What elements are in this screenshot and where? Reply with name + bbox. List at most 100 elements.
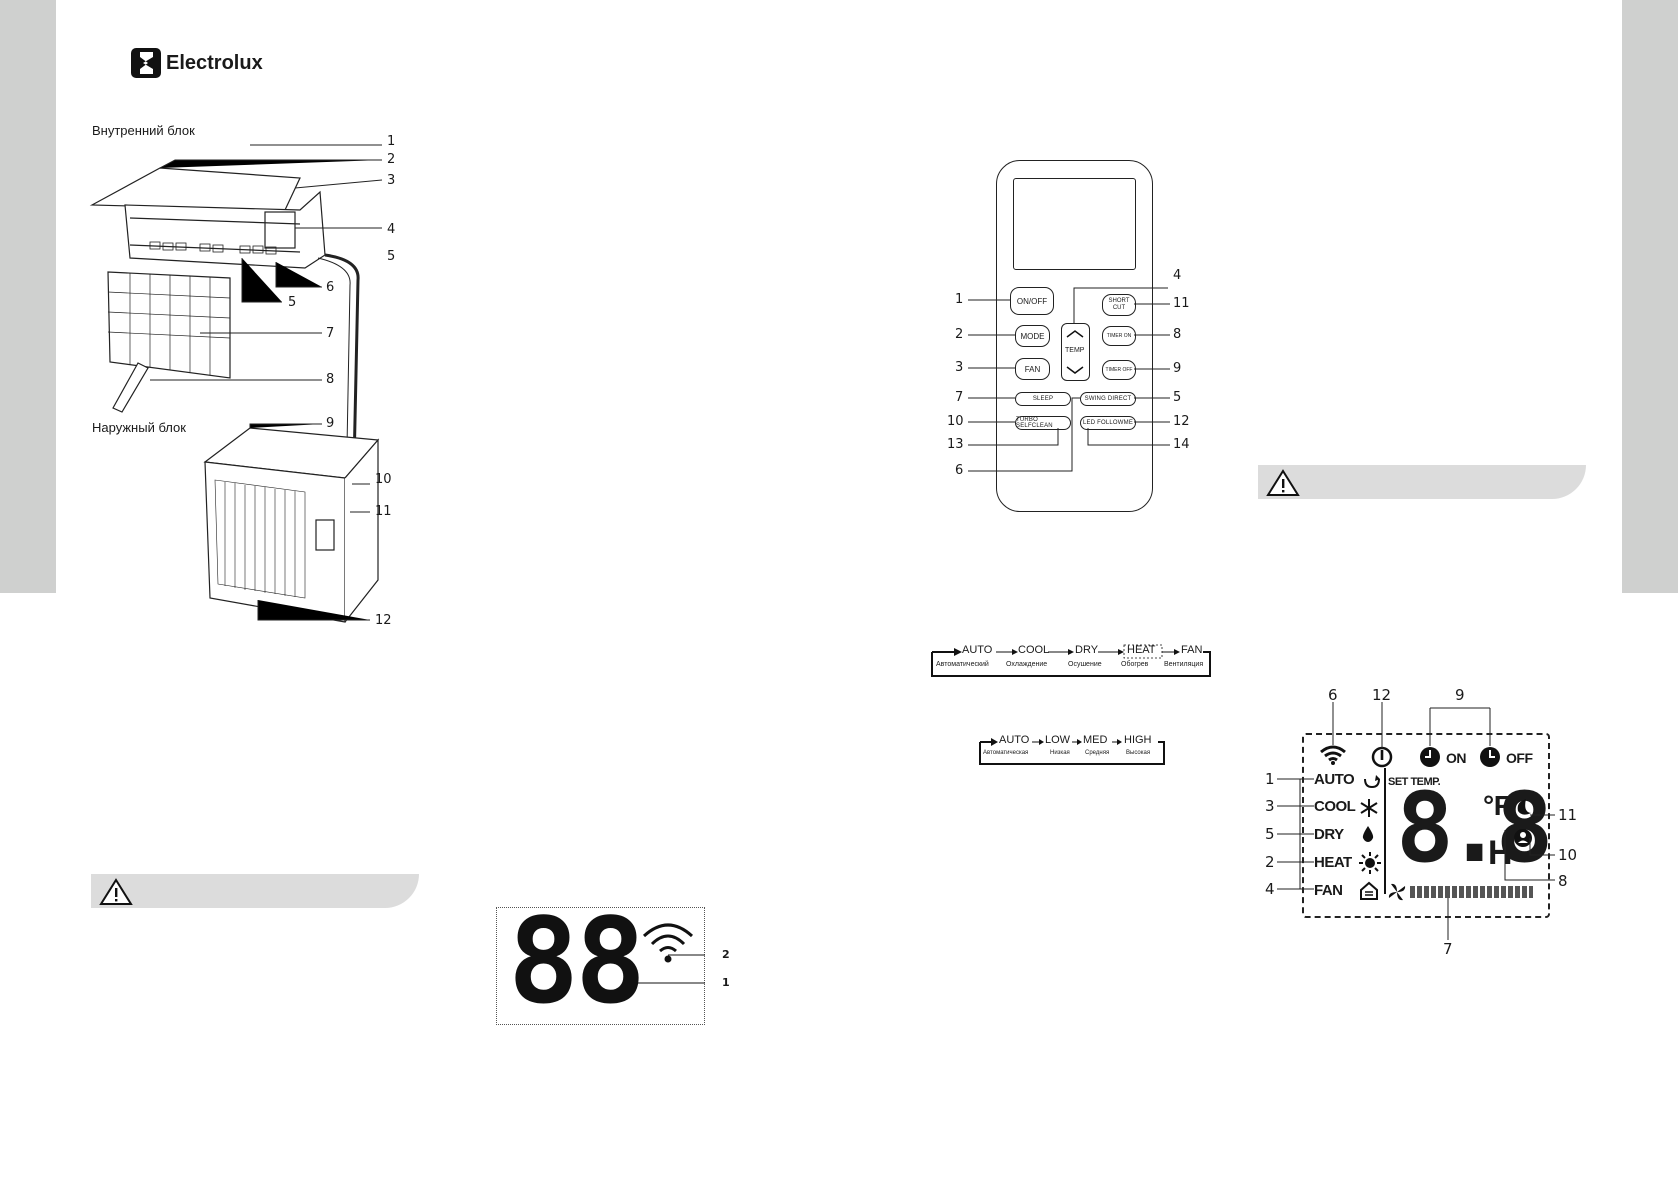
lcd-off-label: OFF xyxy=(1506,750,1533,766)
remote-callout-14: 14 xyxy=(1173,437,1190,452)
lcd-auto-cycle-icon xyxy=(1364,775,1380,789)
on-off-button[interactable]: ON/OFF xyxy=(1010,287,1054,315)
indoor-callout-1: 1 xyxy=(387,134,396,149)
indoor-callout-7: 7 xyxy=(326,326,335,341)
lcd-callout-10: 10 xyxy=(1558,846,1578,864)
lcd-on-label: ON xyxy=(1446,750,1467,766)
remote-callout-11: 11 xyxy=(1173,296,1190,311)
timer-on-button[interactable]: TIMER ON xyxy=(1102,326,1136,346)
lcd-timer-on-icon xyxy=(1420,747,1440,767)
mode-fan-ru: Вентиляция xyxy=(1164,661,1204,668)
mode-button[interactable]: MODE xyxy=(1015,325,1050,347)
sleep-button[interactable]: SLEEP xyxy=(1015,392,1071,406)
swing-direct-button[interactable]: SWING DIRECT xyxy=(1080,392,1136,406)
indoor-unit-heading: Внутренний блок xyxy=(92,123,195,138)
lcd-mode-auto: AUTO xyxy=(1314,771,1355,788)
indoor-display-panel xyxy=(496,907,705,1025)
fan-auto: AUTO xyxy=(999,734,1030,746)
fan-med-ru: Средняя xyxy=(1085,750,1110,756)
electrolux-logo-icon xyxy=(131,48,161,78)
lcd-follow-me-icon xyxy=(1514,829,1532,847)
mode-heat: HEAT xyxy=(1127,644,1156,656)
lcd-callout-2: 2 xyxy=(1265,853,1275,871)
outdoor-unit-heading: Наружный блок xyxy=(92,420,186,435)
remote-callout-2: 2 xyxy=(955,327,964,342)
warning-bar-right xyxy=(1258,465,1586,499)
lcd-timer-off-icon xyxy=(1480,747,1500,767)
turbo-selfclean-button[interactable]: TURBO SELFCLEAN xyxy=(1015,416,1071,430)
lcd-snowflake-icon xyxy=(1360,799,1378,817)
led-followme-button[interactable]: LED FOLLOWME xyxy=(1080,416,1136,430)
indoor-callout-5a: 5 xyxy=(387,249,396,264)
short-cut-button[interactable]: SHORT CUT xyxy=(1102,294,1136,316)
indoor-display-digits: 88 xyxy=(508,892,646,1030)
remote-callout-8: 8 xyxy=(1173,327,1182,342)
fan-button[interactable]: FAN xyxy=(1015,358,1050,380)
lcd-divider xyxy=(1384,768,1386,894)
remote-screen xyxy=(1013,178,1136,270)
lcd-callout-7: 7 xyxy=(1443,940,1453,958)
indoor-display-callout-2: 2 xyxy=(722,948,730,961)
fan-med: MED xyxy=(1083,734,1108,746)
fan-high: HIGH xyxy=(1124,734,1152,746)
outdoor-callout-12: 12 xyxy=(375,613,392,628)
lcd-unit-h: H xyxy=(1488,834,1513,872)
fan-sequence-diagram: AUTO LOW MED HIGH Автоматическая Низкая … xyxy=(978,734,1166,766)
lcd-callout-9: 9 xyxy=(1455,686,1465,704)
timer-off-button[interactable]: TIMER OFF xyxy=(1102,360,1136,380)
mode-sequence-frame xyxy=(931,644,1211,677)
indoor-callout-3: 3 xyxy=(387,173,396,188)
lcd-fan-icon xyxy=(1388,883,1406,901)
outdoor-callout-11: 11 xyxy=(375,504,392,519)
warning-bar-left xyxy=(91,874,419,908)
temp-rocker-button[interactable]: TEMP xyxy=(1061,323,1090,381)
lcd-callout-4: 4 xyxy=(1265,880,1275,898)
outdoor-callout-10: 10 xyxy=(375,472,392,487)
lcd-sleep-icon xyxy=(1517,799,1531,815)
indoor-callout-6: 6 xyxy=(326,280,335,295)
mode-cool: COOL xyxy=(1018,644,1050,656)
lcd-mode-fan: FAN xyxy=(1314,882,1343,899)
indoor-outdoor-diagram xyxy=(89,144,383,623)
temp-down-icon[interactable] xyxy=(1066,366,1084,374)
lcd-big-digits: 8.8 xyxy=(1396,772,1553,884)
lcd-mode-dry: DRY xyxy=(1314,826,1344,843)
remote-callout-6: 6 xyxy=(955,463,964,478)
indoor-callout-8: 8 xyxy=(326,372,335,387)
mode-auto-ru: Автоматический xyxy=(936,661,989,668)
temp-up-icon[interactable] xyxy=(1066,330,1084,338)
indoor-callout-5b: 5 xyxy=(288,295,297,310)
remote-callout-5: 5 xyxy=(1173,390,1182,405)
temp-label: TEMP xyxy=(1065,347,1085,354)
remote-callout-10: 10 xyxy=(947,414,964,429)
fan-low-ru: Низкая xyxy=(1050,750,1070,756)
lcd-house-fan-icon xyxy=(1360,881,1378,900)
mode-dry: DRY xyxy=(1075,644,1099,656)
fan-high-ru: Высокая xyxy=(1126,750,1151,756)
remote-callout-4: 4 xyxy=(1173,268,1182,283)
indoor-callout-4: 4 xyxy=(387,222,396,237)
lcd-callout-1: 1 xyxy=(1265,770,1275,788)
lcd-callout-3: 3 xyxy=(1265,797,1275,815)
lcd-callout-6: 6 xyxy=(1328,686,1338,704)
warning-icon xyxy=(1266,469,1300,496)
wifi-icon xyxy=(642,923,694,963)
fan-low: LOW xyxy=(1045,734,1071,746)
indoor-display-callout-lines xyxy=(628,954,705,984)
mode-fan: FAN xyxy=(1181,644,1203,656)
remote-callout-9: 9 xyxy=(1173,361,1182,376)
outdoor-callout-9: 9 xyxy=(326,416,335,431)
lcd-fan-speed-bar xyxy=(1410,886,1533,898)
lcd-frame xyxy=(1302,733,1550,918)
remote-callout-3: 3 xyxy=(955,360,964,375)
mode-heat-ru: Обогрев xyxy=(1121,661,1149,668)
lcd-callout-5: 5 xyxy=(1265,825,1275,843)
fan-sequence-frame xyxy=(979,738,1165,765)
lcd-unit-f: °F xyxy=(1483,790,1511,821)
lcd-callout-12: 12 xyxy=(1372,686,1392,704)
lcd-set-temp-label: SET TEMP. xyxy=(1388,776,1441,788)
lcd-callout-8: 8 xyxy=(1558,872,1568,890)
lcd-callout-11: 11 xyxy=(1558,806,1578,824)
lcd-wifi-icon xyxy=(1320,745,1346,765)
